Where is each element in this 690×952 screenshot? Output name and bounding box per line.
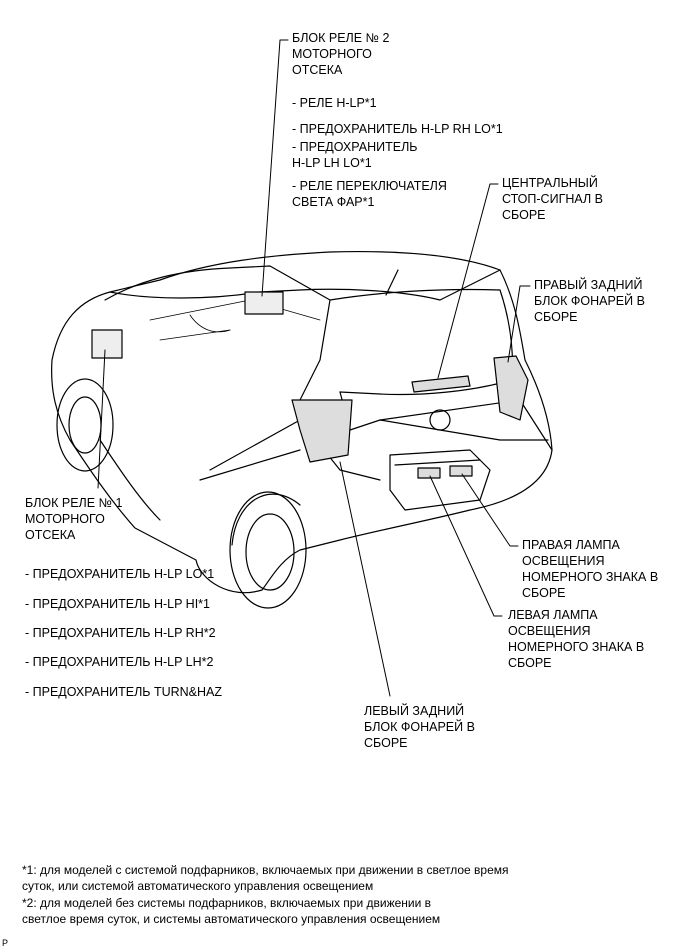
toyota-emblem: [429, 409, 451, 431]
footnote-2: *2: для моделей без системы подфарников,…: [22, 896, 441, 926]
relay-block-1-title: БЛОК РЕЛЕ № 1 МОТОРНОГО ОТСЕКА: [25, 496, 123, 542]
left-rear-lamp: [291, 399, 353, 463]
right-rear-label: ПРАВЫЙ ЗАДНИЙ БЛОК ФОНАРЕЙ В СБОРЕ: [534, 278, 645, 324]
engine-relay-block-2: [244, 291, 284, 315]
leader-left-plate: [429, 475, 503, 617]
left-plate-lamp-label: ЛЕВАЯ ЛАМПА ОСВЕЩЕНИЯ НОМЕРНОГО ЗНАКА В …: [508, 608, 645, 670]
relay-block-2-item-4: - РЕЛЕ ПЕРЕКЛЮЧАТЕЛЯ СВЕТА ФАР*1: [292, 179, 447, 209]
relay-block-1-item-3: - ПРЕДОХРАНИТЕЛЬ H-LP RH*2: [25, 626, 216, 640]
interior-lines: [149, 299, 321, 341]
center-stop-light: [411, 375, 471, 393]
relay-block-1-item-1: - ПРЕДОХРАНИТЕЛЬ H-LP LO*1: [25, 567, 215, 581]
right-plate-lamp: [449, 465, 473, 477]
center-stop-label: ЦЕНТРАЛЬНЫЙ СТОП-СИГНАЛ В СБОРЕ: [502, 176, 603, 222]
page-mark: P: [2, 938, 9, 948]
leader-lines: [97, 39, 531, 697]
relay-block-1-item-2: - ПРЕДОХРАНИТЕЛЬ H-LP HI*1: [25, 597, 211, 611]
leader-center-stop: [437, 183, 499, 379]
left-rear-label: ЛЕВЫЙ ЗАДНИЙ БЛОК ФОНАРЕЙ В СБОРЕ: [364, 704, 475, 750]
relay-block-2-title: БЛОК РЕЛЕ № 2 МОТОРНОГО ОТСЕКА: [292, 31, 390, 77]
footnote-1: *1: для моделей с системой подфарников, …: [22, 863, 509, 893]
relay-block-1-item-4: - ПРЕДОХРАНИТЕЛЬ H-LP LH*2: [25, 655, 214, 669]
left-front-wheel: [56, 378, 114, 472]
right-plate-lamp-label: ПРАВАЯ ЛАМПА ОСВЕЩЕНИЯ НОМЕРНОГО ЗНАКА В…: [522, 538, 659, 600]
leader-relay2: [261, 39, 289, 297]
right-rear-lamp: [493, 355, 529, 421]
left-rear-wheel: [229, 491, 307, 609]
left-plate-lamp: [417, 467, 441, 479]
leader-left-rear: [339, 461, 391, 697]
antenna: [385, 269, 399, 296]
relay-block-1-item-5: - ПРЕДОХРАНИТЕЛЬ TURN&HAZ: [25, 685, 223, 699]
relay-block-2-item-2: - ПРЕДОХРАНИТЕЛЬ H-LP RH LO*1: [292, 122, 503, 136]
relay-block-2-item-1: - РЕЛЕ H-LP*1: [292, 96, 377, 110]
engine-relay-block-1: [91, 329, 123, 359]
leader-relay1: [97, 349, 106, 489]
leader-right-plate: [461, 473, 519, 547]
leader-right-rear: [507, 285, 531, 363]
relay-block-2-item-3: - ПРЕДОХРАНИТЕЛЬ H-LP LH LO*1: [292, 140, 418, 170]
